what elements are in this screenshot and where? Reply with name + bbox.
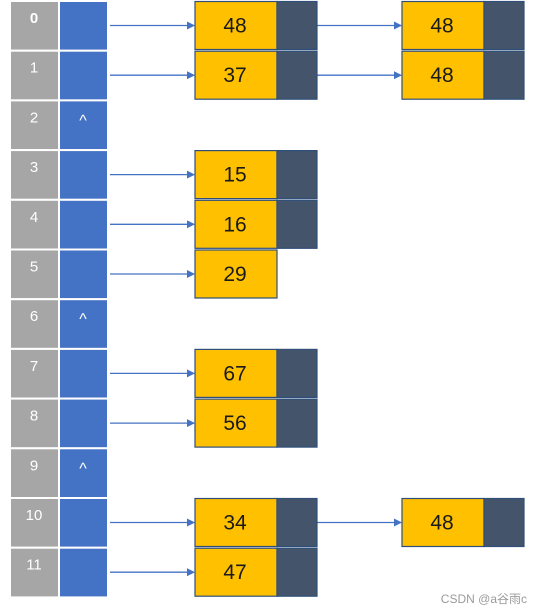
- bucket-pointer-cell: [58, 149, 109, 201]
- node-value-label: 48: [430, 15, 453, 38]
- node-next-cell: [276, 398, 318, 448]
- bucket-index-label: 1: [30, 60, 38, 77]
- node-value-label: 48: [430, 64, 453, 87]
- bucket-index-label: 0: [30, 10, 38, 27]
- watermark: CSDN @a谷雨c: [440, 592, 527, 606]
- bucket-index-cell: [9, 447, 60, 499]
- bucket-index-cell: [9, 347, 60, 400]
- node-value-label: 15: [223, 164, 246, 187]
- node-next-cell: [276, 0, 318, 51]
- null-pointer-symbol: ^: [79, 311, 87, 328]
- bucket-index-label: 5: [30, 259, 38, 276]
- node-value-cell: [401, 0, 485, 51]
- bucket-index-cell: [9, 198, 60, 251]
- bucket-pointer-cell: [58, 198, 109, 251]
- bucket-index-label: 3: [30, 159, 38, 176]
- bucket-index-label: 7: [30, 358, 38, 375]
- node-value-cell: [401, 497, 485, 548]
- null-pointer-symbol: ^: [79, 460, 87, 477]
- bucket-index-label: 2: [30, 109, 38, 126]
- node-value-label: 34: [223, 512, 247, 535]
- node-value-cell: [194, 398, 278, 448]
- node-value-cell: [194, 50, 278, 100]
- bucket-pointer-cell: [58, 0, 109, 52]
- node-next-cell: [483, 497, 525, 548]
- bucket-index-cell: [9, 497, 60, 549]
- node-value-label: 47: [223, 561, 246, 584]
- node-next-cell: [276, 150, 318, 200]
- bucket-index-label: 8: [30, 408, 38, 425]
- bucket-pointer-cell: [58, 99, 109, 152]
- bucket-pointer-cell: [58, 347, 109, 400]
- bucket-index-label: 10: [26, 507, 43, 524]
- node-next-cell: [276, 348, 318, 398]
- node-next-cell: [483, 0, 525, 51]
- node-next-cell: [276, 199, 318, 249]
- node-value-cell: [194, 150, 278, 200]
- node-value-label: 67: [223, 362, 246, 385]
- bucket-index-label: 4: [30, 209, 38, 226]
- bucket-index-label: 6: [30, 308, 38, 325]
- bucket-pointer-cell: [58, 49, 109, 102]
- bucket-index-cell: [9, 298, 60, 350]
- node-value-cell: [194, 199, 278, 249]
- bucket-array: 0 1 2 ^ 3 4 5 6 ^ 7 8 9 ^ 10 11: [9, 0, 109, 599]
- chain-nodes: 48 48 37 48 15 16 29 67 56 34 48 47: [194, 0, 525, 597]
- node-value-label: 29: [223, 263, 246, 286]
- node-value-label: 48: [223, 15, 246, 38]
- bucket-pointer-cell: [58, 546, 109, 599]
- node-value-cell: [194, 0, 278, 51]
- node-next-cell: [276, 547, 318, 597]
- bucket-index-label: 9: [30, 457, 38, 474]
- node-value-label: 56: [223, 412, 246, 435]
- node-value-cell: [194, 249, 278, 299]
- pointer-arrows: [110, 21, 402, 577]
- node-value-label: 48: [430, 512, 453, 535]
- bucket-index-label: 11: [26, 557, 42, 574]
- null-pointer-symbol: ^: [79, 112, 87, 129]
- node-next-cell: [276, 497, 318, 548]
- node-value-label: 16: [223, 213, 246, 236]
- node-value-cell: [194, 547, 278, 597]
- node-next-cell: [483, 50, 525, 100]
- node-value-label: 37: [223, 64, 246, 87]
- bucket-pointer-cell: [58, 497, 109, 549]
- bucket-pointer-cell: [58, 397, 109, 450]
- node-next-cell: [276, 50, 318, 100]
- bucket-pointer-cell: [58, 248, 109, 301]
